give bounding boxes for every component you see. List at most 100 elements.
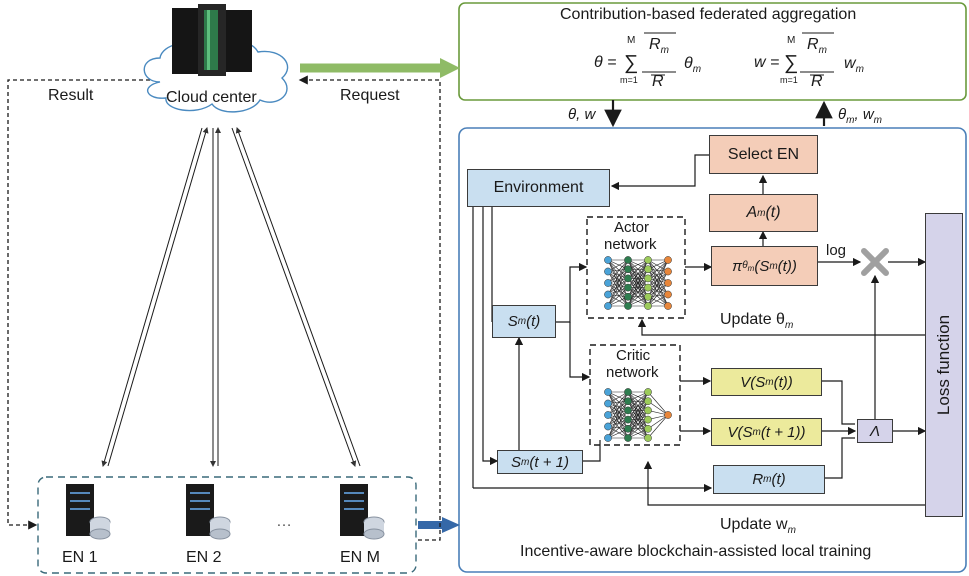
- en-1-label: EN 1: [62, 549, 98, 566]
- net-edge: [607, 410, 629, 439]
- net-edge: [627, 410, 649, 439]
- net-edge: [607, 401, 629, 439]
- net-node: [644, 274, 652, 283]
- net-edge: [627, 391, 649, 411]
- net-edge: [647, 268, 669, 284]
- net-node: [664, 267, 672, 276]
- net-edge: [607, 400, 629, 416]
- net-edge: [647, 259, 669, 284]
- net-edge: [607, 268, 629, 284]
- net-edge: [607, 391, 629, 427]
- actor-neural-net-icon: [604, 256, 672, 310]
- net-node: [624, 434, 632, 442]
- net-node: [644, 415, 652, 424]
- net-node: [664, 302, 672, 310]
- net-node: [644, 406, 652, 415]
- theta-sum-upper: M: [627, 35, 636, 46]
- net-node: [624, 302, 632, 310]
- w-frac-num: Rm: [807, 36, 827, 57]
- net-node: [644, 265, 652, 274]
- en-m-server-icon: [340, 484, 385, 540]
- en-ellipsis: …: [276, 513, 292, 530]
- log-label: log: [826, 242, 847, 259]
- net-edge: [647, 400, 669, 416]
- w-frac-den: R: [811, 73, 823, 90]
- critic-neural-net-icon: [604, 388, 672, 442]
- net-node: [624, 274, 632, 283]
- net-edge: [627, 269, 649, 307]
- net-edge: [647, 259, 669, 297]
- net-node: [624, 265, 632, 274]
- aggregation-title: Contribution-based federated aggregation: [560, 6, 857, 23]
- net-edge: [647, 259, 669, 288]
- cloud-server-icon: [172, 4, 252, 76]
- w-formula-lhs: w =: [754, 54, 780, 71]
- net-node: [604, 279, 612, 287]
- theta-sum-lower: m=1: [620, 75, 638, 85]
- net-edge: [647, 414, 669, 439]
- theta-sum-sign: ∑: [624, 52, 639, 74]
- net-node: [644, 424, 652, 433]
- net-edge: [607, 259, 629, 284]
- net-node: [624, 292, 632, 301]
- update-theta-label: Update θm: [720, 311, 794, 332]
- aggregation-panel-border: [458, 2, 967, 101]
- net-node: [644, 434, 652, 442]
- net-node: [624, 256, 632, 264]
- net-edge: [647, 271, 669, 307]
- en-group-border: [37, 476, 417, 574]
- w-sum-upper: M: [787, 35, 796, 46]
- en-2-label: EN 2: [186, 549, 222, 566]
- local-training-title: Incentive-aware blockchain-assisted loca…: [520, 543, 872, 560]
- net-edge: [607, 419, 629, 439]
- w-sum-lower: m=1: [780, 75, 798, 85]
- net-edge: [607, 282, 629, 298]
- net-node: [604, 388, 612, 396]
- net-edge: [627, 391, 649, 429]
- net-node: [604, 302, 612, 310]
- critic-label-1: Critic: [616, 347, 651, 364]
- net-node: [624, 415, 632, 424]
- environment-box: Environment: [467, 169, 610, 207]
- net-node: [604, 267, 612, 276]
- loss-function-label: Loss function: [934, 314, 953, 416]
- net-edge: [607, 259, 629, 295]
- net-node: [644, 388, 652, 396]
- critic-network-box: [589, 344, 681, 446]
- net-edge: [607, 269, 629, 307]
- result-label: Result: [48, 87, 94, 104]
- net-edge: [607, 271, 629, 297]
- net-node: [644, 302, 652, 310]
- net-edge: [647, 259, 669, 279]
- w-term: wm: [844, 55, 864, 76]
- net-node: [624, 388, 632, 396]
- net-node: [624, 283, 632, 292]
- loss-function-box: Loss function: [925, 213, 963, 517]
- net-edge: [607, 403, 629, 439]
- en-m-label: EN M: [340, 549, 380, 566]
- net-node: [604, 399, 612, 408]
- net-edge: [627, 391, 649, 420]
- net-edge: [647, 271, 669, 297]
- net-edge: [647, 278, 669, 295]
- net-edge: [607, 287, 629, 307]
- net-edge: [647, 282, 669, 307]
- en-1-server-icon: [66, 484, 111, 540]
- update-w-label: Update wm: [720, 516, 796, 537]
- net-edge: [647, 259, 669, 295]
- net-node: [644, 256, 652, 264]
- net-node: [604, 290, 612, 299]
- net-edge: [607, 271, 629, 288]
- net-edge: [607, 391, 629, 416]
- net-edge: [647, 269, 669, 295]
- net-edge: [607, 401, 629, 427]
- net-node: [644, 283, 652, 292]
- net-edge: [647, 391, 669, 416]
- net-edge: [647, 282, 669, 298]
